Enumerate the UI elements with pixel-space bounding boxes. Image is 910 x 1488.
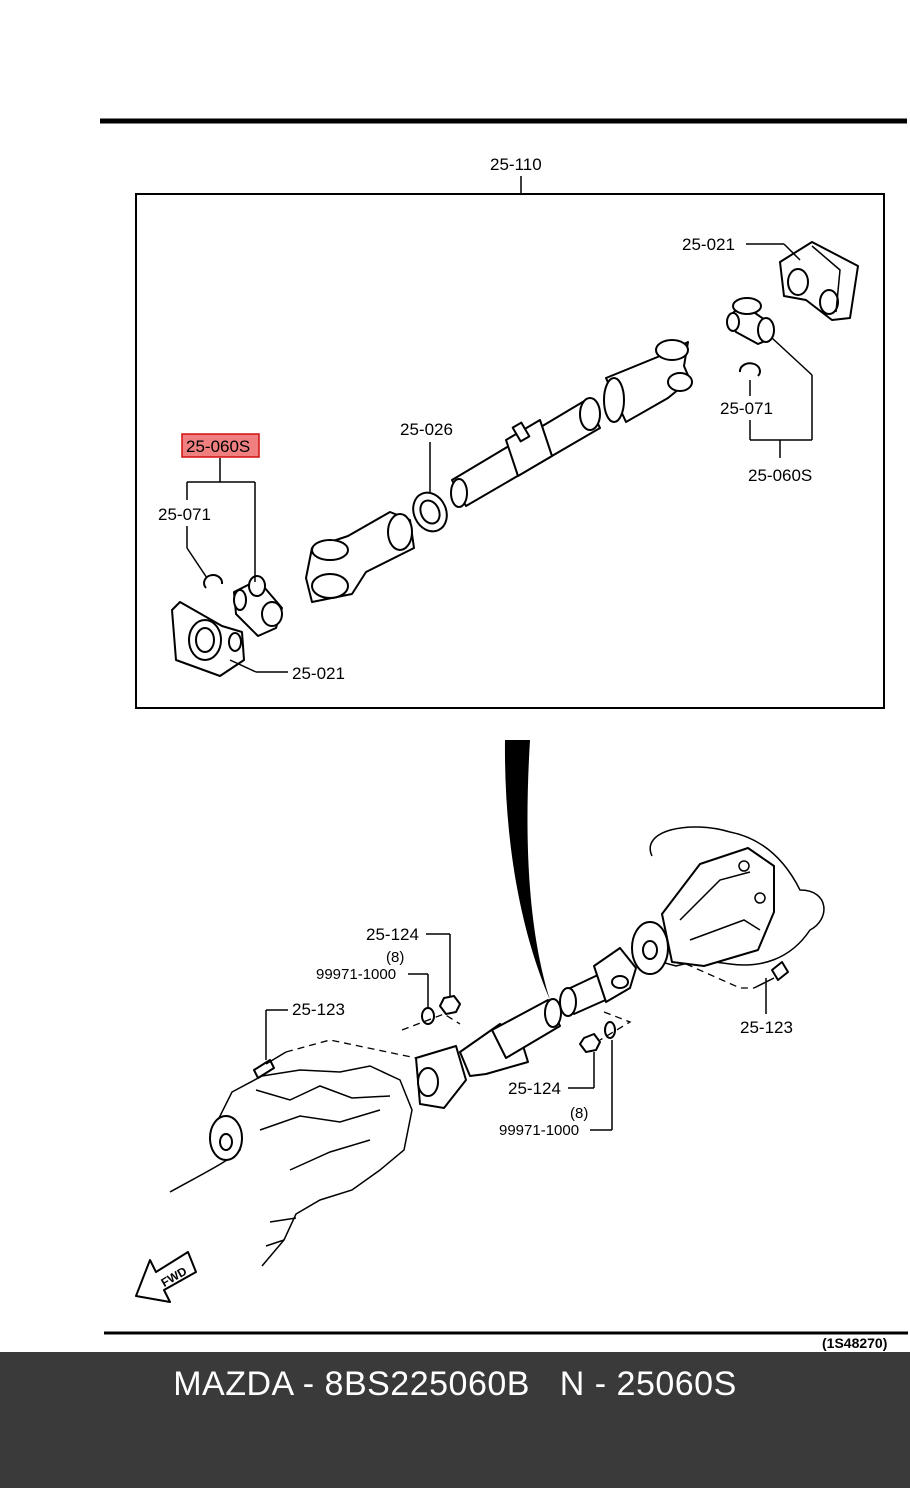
assembly-label[interactable]: 25-110 bbox=[490, 155, 542, 174]
differential bbox=[631, 826, 825, 975]
label-flange-bottom[interactable]: 25-021 bbox=[292, 664, 345, 683]
label-qty-right[interactable]: (8) bbox=[570, 1105, 588, 1122]
label-snapring-right[interactable]: 25-071 bbox=[720, 399, 773, 418]
universal-joint-top bbox=[726, 297, 775, 345]
label-joint-right[interactable]: 25-060S bbox=[748, 466, 812, 485]
propeller-shaft-assembly bbox=[171, 241, 859, 677]
propeller-tube bbox=[450, 397, 601, 508]
label-flange-top[interactable]: 25-021 bbox=[682, 235, 735, 254]
part-number-caption: MAZDA - 8BS225060B N - 25060S bbox=[173, 1365, 737, 1403]
forward-arrow: FWD bbox=[135, 1251, 197, 1303]
label-joint-left-highlighted[interactable]: 25-060S bbox=[186, 437, 250, 456]
slip-yoke-right bbox=[603, 339, 693, 423]
fasteners bbox=[253, 961, 789, 1079]
flange-yoke-top bbox=[779, 241, 859, 321]
label-qty-left[interactable]: (8) bbox=[386, 949, 404, 966]
label-bolt-left[interactable]: 25-123 bbox=[292, 1000, 345, 1019]
transmission bbox=[169, 1065, 413, 1267]
snap-ring-top bbox=[738, 362, 761, 377]
label-snapring-left[interactable]: 25-071 bbox=[158, 505, 211, 524]
dust-seal bbox=[412, 491, 448, 533]
label-washer-left[interactable]: 99971-1000 bbox=[316, 966, 396, 983]
indicator-arrow bbox=[504, 740, 550, 1000]
assembly-frame bbox=[135, 193, 885, 709]
figure-number: (1S48270) bbox=[822, 1335, 887, 1351]
universal-joint-bottom bbox=[233, 575, 283, 637]
label-seal[interactable]: 25-026 bbox=[400, 420, 453, 439]
label-washer-right[interactable]: 99971-1000 bbox=[499, 1122, 579, 1139]
caption-bar bbox=[0, 1352, 910, 1488]
label-nut-left[interactable]: 25-124 bbox=[366, 925, 419, 944]
front-yoke bbox=[305, 511, 415, 603]
label-nut-right[interactable]: 25-124 bbox=[508, 1079, 561, 1098]
snap-ring-bottom bbox=[203, 574, 224, 589]
rear-shaft bbox=[415, 947, 637, 1109]
installation-view bbox=[169, 740, 825, 1267]
highlight-box bbox=[181, 433, 260, 458]
label-bolt-right[interactable]: 25-123 bbox=[740, 1018, 793, 1037]
parts-diagram: 25-110 bbox=[100, 118, 908, 1351]
flange-yoke-bottom bbox=[171, 601, 245, 677]
